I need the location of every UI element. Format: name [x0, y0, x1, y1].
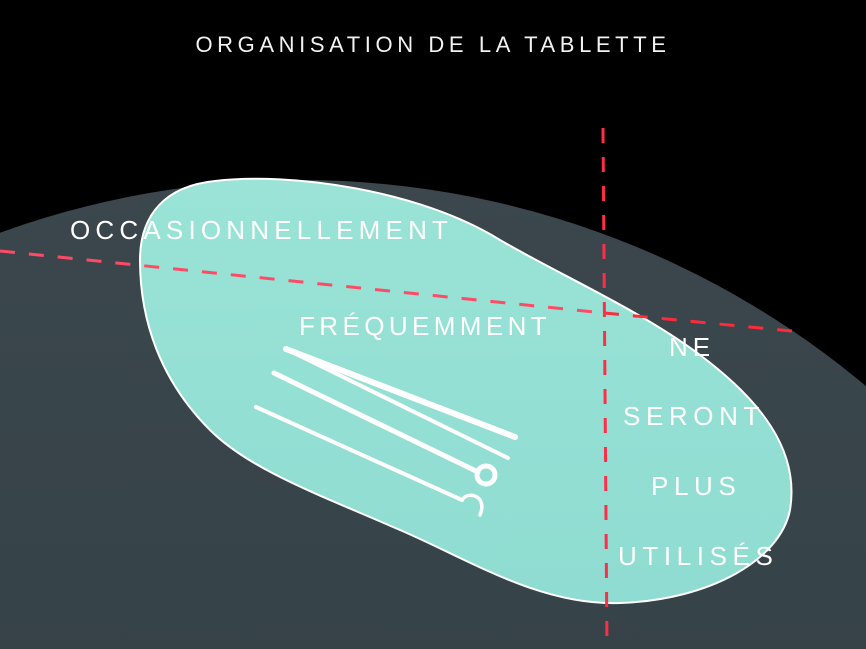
zone-label-unused-line-3: PLUS: [651, 471, 742, 501]
tweezers-icon: [283, 346, 518, 460]
zone-label-occasional: OCCASIONNELLEMENT: [70, 215, 454, 245]
instruments: [254, 346, 518, 517]
probe-icon: [254, 405, 484, 517]
divider-occasional-frequent: [0, 249, 605, 315]
mirror-icon: [271, 370, 498, 487]
zone-dividers: [0, 127, 793, 649]
page-title: ORGANISATION DE LA TABLETTE: [195, 32, 671, 57]
zone-label-unused-line-1: NE: [669, 332, 716, 362]
zone-label-unused-line-2: SERONT: [623, 401, 765, 431]
zone-label-frequent: FRÉQUEMMENT: [299, 311, 552, 341]
tray-shape: [138, 177, 793, 605]
divider-horizontal-right: [603, 311, 793, 333]
zone-label-unused-line-4: UTILISÉS: [618, 541, 779, 571]
